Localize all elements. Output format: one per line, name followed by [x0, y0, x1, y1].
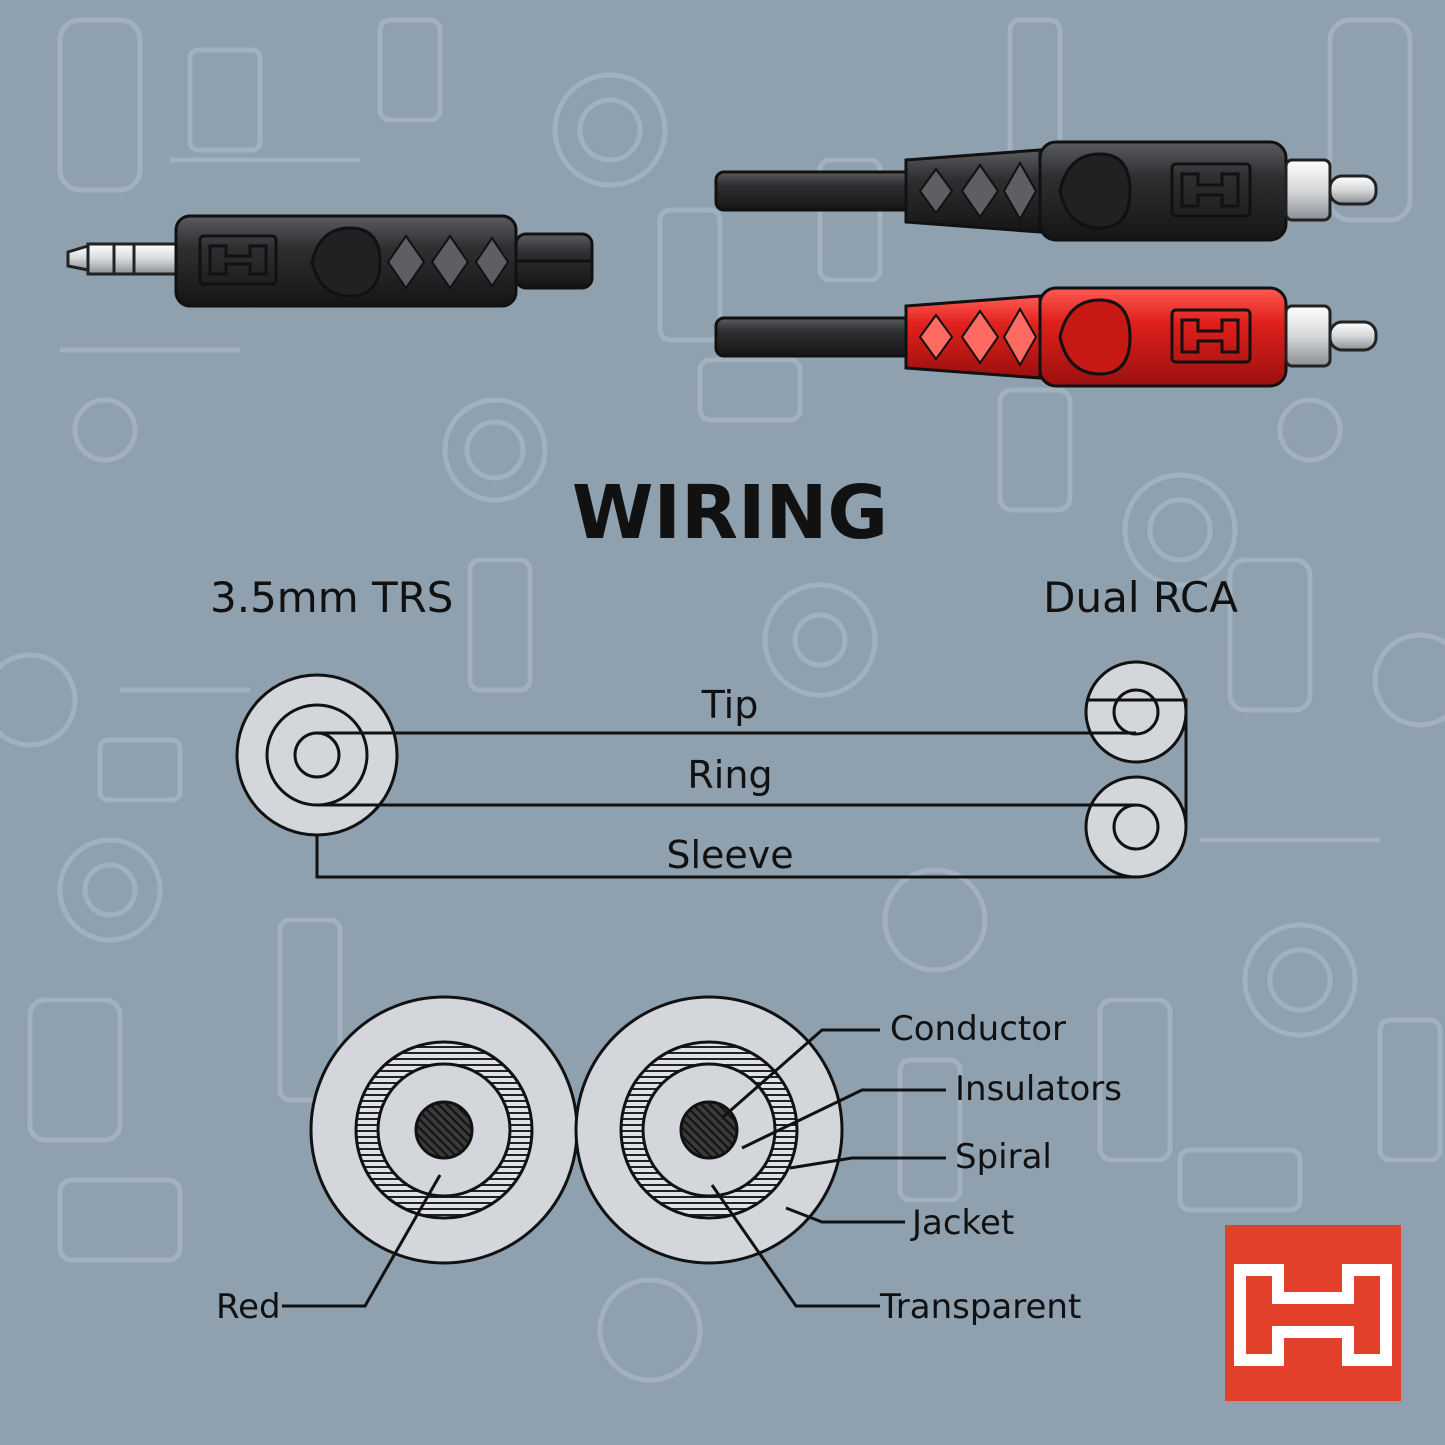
- ring-label: Ring: [687, 753, 772, 797]
- insulators-label: Insulators: [955, 1069, 1122, 1109]
- jacket-label: Jacket: [910, 1203, 1014, 1243]
- wiring-title: WIRING: [572, 470, 888, 556]
- wiring-schematic: [235, 660, 1188, 879]
- rca-plug-red-icon: [714, 286, 1378, 388]
- conductor-label: Conductor: [890, 1009, 1066, 1049]
- leader-lines: [282, 1028, 946, 1308]
- rca-connector-label: Dual RCA: [1043, 573, 1238, 622]
- red-label: Red: [216, 1287, 281, 1327]
- cable-cross-section-left: [309, 995, 579, 1265]
- rca-plug-black-icon: [714, 140, 1378, 242]
- tip-label: Tip: [701, 683, 759, 727]
- trs-connector-label: 3.5mm TRS: [210, 573, 453, 622]
- spiral-label: Spiral: [955, 1137, 1052, 1177]
- hosa-h-logo-icon: [1225, 1225, 1401, 1401]
- cable-cross-section-right: [574, 995, 844, 1265]
- sleeve-wire: [315, 835, 1136, 879]
- sleeve-label: Sleeve: [666, 833, 793, 877]
- transparent-label: Transparent: [879, 1287, 1081, 1327]
- trs-plug-icon: [66, 214, 594, 308]
